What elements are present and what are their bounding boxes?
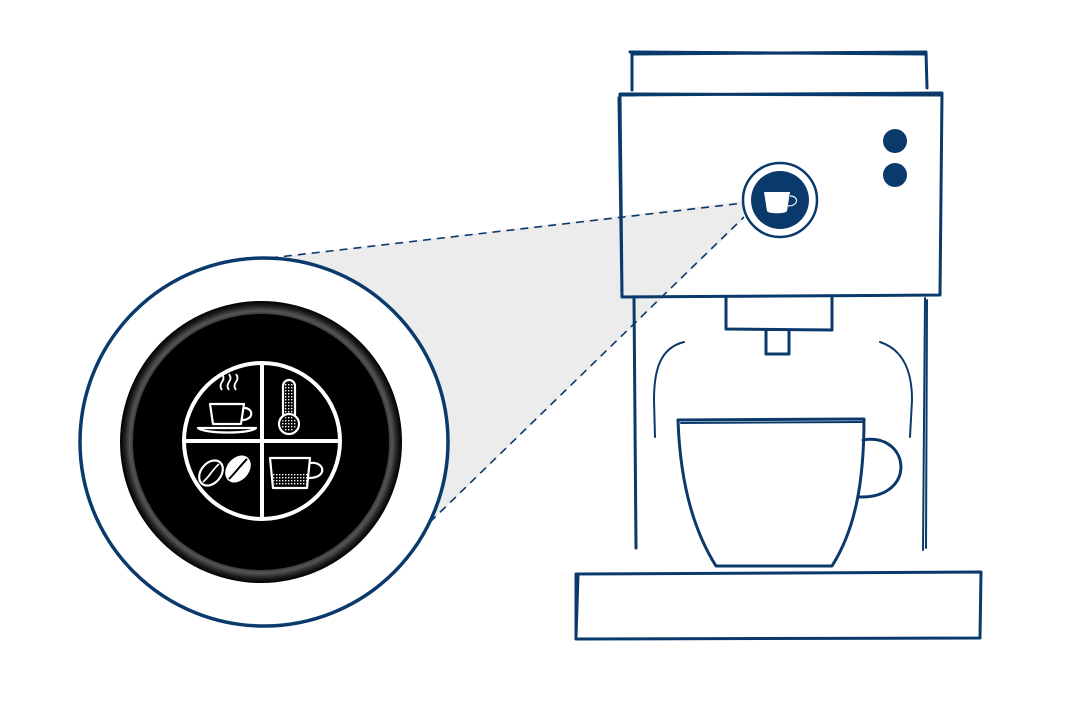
indicator-light-1	[883, 129, 907, 153]
machine-cavity-right	[879, 341, 913, 438]
machine-front-button[interactable]	[741, 161, 819, 239]
machine-head	[617, 91, 944, 299]
coffee-beans-icon[interactable]	[194, 450, 256, 490]
cup-body	[676, 417, 866, 568]
espresso-glass-icon[interactable]	[268, 456, 324, 490]
machine-group-head	[724, 296, 834, 332]
hot-coffee-cup-icon[interactable]	[196, 373, 258, 434]
indicator-light-2	[883, 163, 907, 187]
coffee-machine	[574, 50, 983, 641]
display-magnifier	[78, 256, 450, 628]
thermometer-icon[interactable]	[277, 378, 301, 436]
cup-handle	[858, 437, 903, 499]
drip-tray	[574, 570, 983, 641]
machine-spout	[764, 328, 791, 356]
zoom-callout-line-bottom	[429, 216, 745, 523]
coffee-cup-icon	[764, 192, 798, 214]
machine-body-left	[632, 296, 638, 550]
machine-body-right	[922, 297, 928, 551]
display-dial	[182, 361, 342, 521]
machine-cavity-left	[653, 341, 685, 438]
cup-rim	[680, 421, 863, 424]
zoom-callout-line-top	[269, 202, 745, 259]
machine-water-tank	[628, 50, 929, 92]
